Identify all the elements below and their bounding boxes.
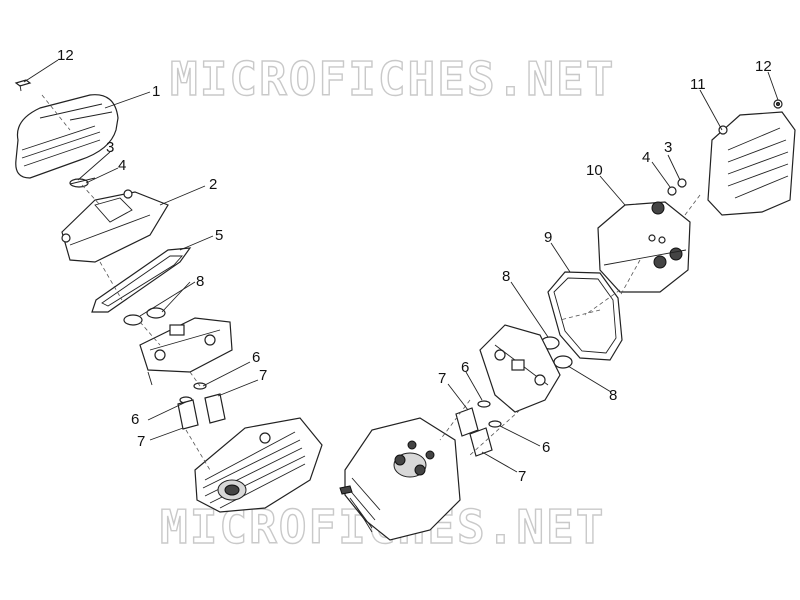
head-cover-1-left [15, 94, 119, 179]
tube-7-upper-right [455, 407, 479, 437]
head-cover-11-right [707, 111, 796, 216]
washer-4-right [667, 186, 677, 196]
callout-8-left: 8 [196, 273, 204, 290]
callout-4-right: 4 [642, 149, 650, 166]
callout-6-lower-right: 6 [542, 439, 550, 456]
o-ring-6-lower-right [488, 420, 502, 428]
callout-3-right: 3 [664, 139, 672, 156]
callout-9-right: 9 [544, 229, 552, 246]
callout-6-upper-right: 6 [461, 359, 469, 376]
callout-6-lower-left: 6 [131, 411, 139, 428]
callout-12-right: 12 [755, 58, 772, 75]
callout-1-left: 1 [152, 83, 160, 100]
watermark-top: MICROFICHES.NET [170, 52, 615, 106]
callout-8-lower-right: 8 [609, 387, 617, 404]
callout-10-right: 10 [586, 162, 603, 179]
bolt-3-right [677, 178, 687, 188]
callout-3-left: 3 [106, 139, 114, 156]
seals-8-left [123, 307, 166, 326]
callout-8-upper-right: 8 [502, 268, 510, 285]
callout-6-upper-left: 6 [252, 349, 260, 366]
callout-11-right: 11 [690, 76, 706, 93]
tube-7-lower-right [469, 427, 493, 457]
callout-7-upper-right: 7 [438, 370, 446, 387]
callout-7-upper-left: 7 [259, 367, 267, 384]
rocker-assembly-left [139, 317, 233, 386]
o-ring-6-upper-right [477, 400, 491, 408]
seal-8-lower-right [553, 355, 573, 369]
rocker-housing-10-right [597, 201, 691, 293]
cylinder-head-assembly-left-icon [14, 79, 323, 513]
cylinder-head-assembly-right-icon [339, 99, 796, 541]
rocker-cover-2-left [61, 189, 169, 263]
rocker-assembly-right [479, 324, 561, 413]
callout-7-lower-left: 7 [137, 433, 145, 450]
screw-12-right [773, 99, 783, 109]
callout-7-lower-right: 7 [518, 468, 526, 485]
callout-5-left: 5 [215, 227, 223, 244]
tubes-7-left [177, 393, 226, 430]
callout-12-left: 12 [57, 47, 74, 64]
cylinder-head-left [194, 417, 323, 513]
callout-4-left: 4 [118, 157, 126, 174]
cylinder-head-right [339, 417, 461, 541]
gasket-5-left [91, 247, 192, 313]
callout-2-left: 2 [209, 176, 217, 193]
gasket-9-right [547, 271, 623, 361]
screw-12-left [14, 79, 32, 92]
